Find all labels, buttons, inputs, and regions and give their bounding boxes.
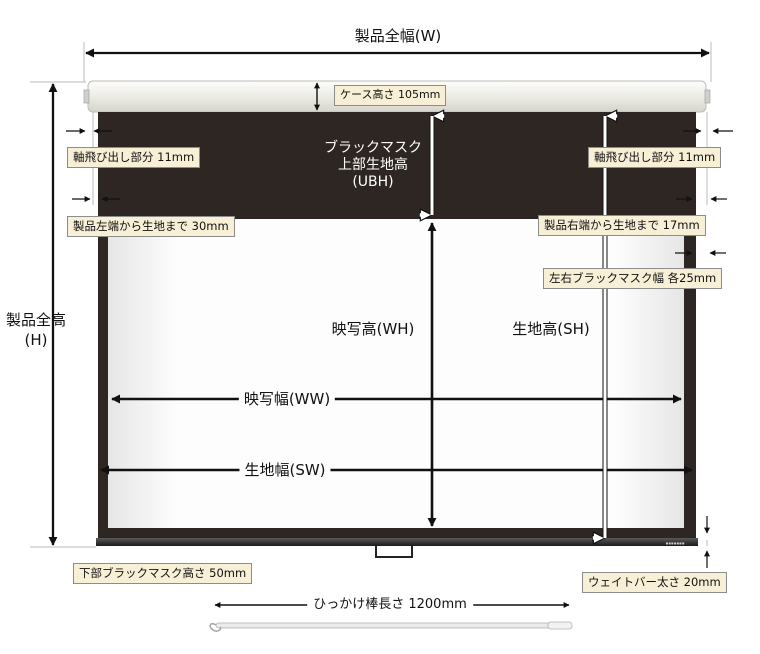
upper-mask-label: ブラックマスク 上部生地高 (UBH) bbox=[324, 140, 422, 191]
product-width-label: 製品全幅(W) bbox=[354, 27, 442, 45]
right-black-mask bbox=[684, 219, 696, 528]
weight-bar-callout: ウェイトバー太さ 20mm bbox=[582, 572, 727, 594]
shaft-left-callout: 軸飛び出し部分 11mm bbox=[67, 147, 201, 169]
weight-bar bbox=[96, 538, 698, 546]
right-end-cap bbox=[704, 89, 711, 104]
upper-mask-label-line-2: 上部生地高 bbox=[338, 157, 408, 174]
projection-area bbox=[108, 219, 684, 528]
hollow-arrows bbox=[432, 116, 605, 538]
hook-rod bbox=[209, 621, 573, 632]
left-edge-callout: 製品左端から生地まで 30mm bbox=[67, 216, 235, 238]
view-width-label: 映写幅(WW) bbox=[238, 392, 336, 407]
side-mask-width-callout: 左右ブラックマスク幅 各25mm bbox=[543, 268, 723, 290]
dimension-arrows bbox=[48, 48, 733, 608]
left-black-mask bbox=[98, 219, 108, 528]
upper-mask-label-line-3: (UBH) bbox=[352, 174, 394, 191]
fabric-height-label: 生地高(SH) bbox=[512, 320, 590, 338]
view-height-label: 映写高(WH) bbox=[331, 320, 415, 338]
shaft-right-callout: 軸飛び出し部分 11mm bbox=[588, 147, 722, 169]
bottom-mask-callout: 下部ブラックマスク高さ 50mm bbox=[73, 563, 253, 585]
brand-mark: ▪▪▪▪▪▪▪ bbox=[666, 541, 685, 546]
product-height-label-1: 製品全高 bbox=[5, 311, 67, 329]
left-end-cap bbox=[83, 89, 90, 104]
pull-handle bbox=[375, 546, 413, 558]
fabric-width-label: 生地幅(SW) bbox=[239, 463, 331, 478]
case-height-callout: ケース高さ 105mm bbox=[334, 85, 447, 106]
hook-rod-label: ひっかけ棒長さ 1200mm bbox=[307, 598, 473, 611]
upper-mask-label-line-1: ブラックマスク bbox=[324, 140, 422, 156]
bottom-black-mask bbox=[98, 528, 696, 538]
product-height-label-2: (H) bbox=[24, 331, 48, 349]
right-edge-callout: 製品右端から生地まで 17mm bbox=[538, 215, 706, 237]
